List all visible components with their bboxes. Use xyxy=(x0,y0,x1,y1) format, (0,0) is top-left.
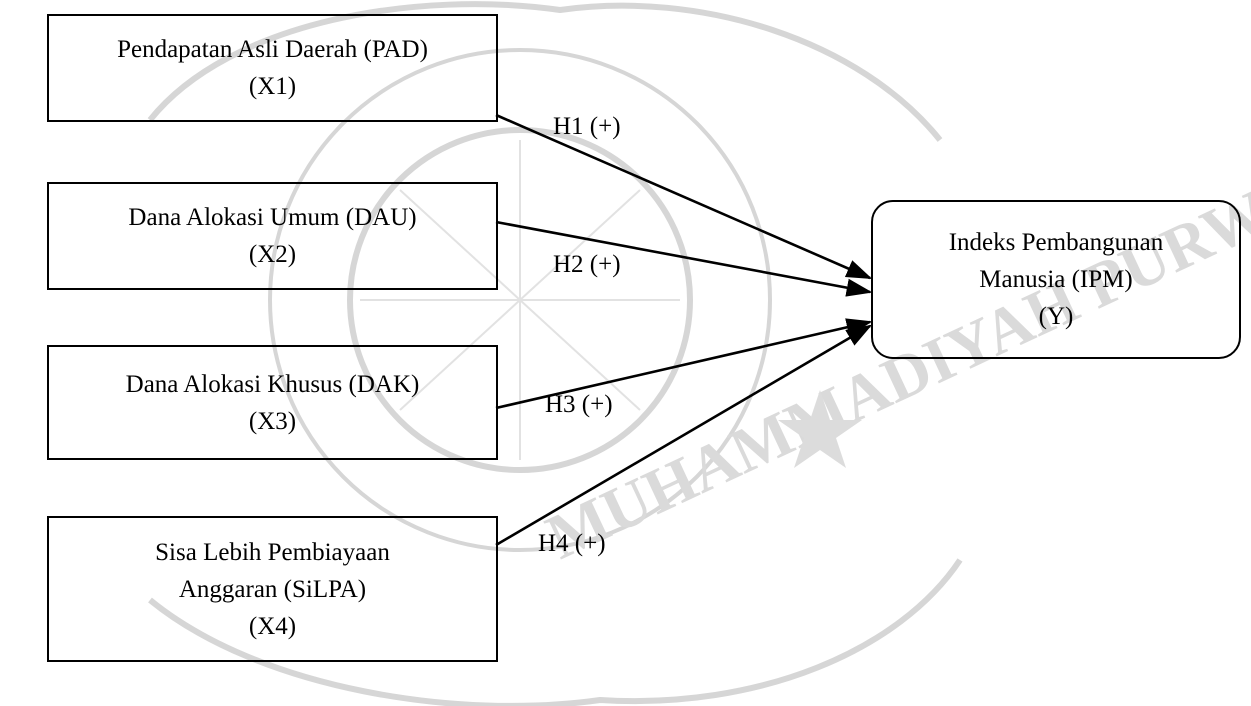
arrow-h2 xyxy=(495,220,873,297)
variable-name: Dana Alokasi Umum (DAU) xyxy=(128,204,417,231)
arrow-h3 xyxy=(495,318,873,410)
variable-box-y: Indeks Pembangunan Manusia (IPM) (Y) xyxy=(871,200,1241,359)
arrow-h1 xyxy=(495,113,873,280)
variable-box-x3: Dana Alokasi Khusus (DAK) (X3) xyxy=(47,345,498,460)
variable-box-x2: Dana Alokasi Umum (DAU) (X2) xyxy=(47,182,498,290)
variable-code: (X1) xyxy=(248,73,297,100)
variable-code: (X4) xyxy=(248,612,297,640)
variable-box-x1: Pendapatan Asli Daerah (PAD) (X1) xyxy=(47,14,498,122)
variable-name: Pendapatan Asli Daerah (PAD) xyxy=(117,36,428,63)
variable-box-x4: Sisa Lebih Pembiayaan Anggaran (SiLPA) (… xyxy=(47,516,498,662)
variable-code: (Y) xyxy=(1038,303,1074,330)
arrow-h4 xyxy=(495,324,873,547)
variable-name-line-1: Indeks Pembangunan xyxy=(948,229,1164,256)
variable-name-line-2: Manusia (IPM) xyxy=(979,266,1133,293)
hypothesis-label-h4: H4 (+) xyxy=(538,530,606,557)
variable-code: (X3) xyxy=(248,407,297,435)
hypothesis-label-h3: H3 (+) xyxy=(545,391,613,418)
variable-name: Dana Alokasi Khusus (DAK) xyxy=(125,370,420,398)
hypothesis-label-h2: H2 (+) xyxy=(553,251,621,278)
variable-code: (X2) xyxy=(248,241,297,268)
variable-name-line-1: Sisa Lebih Pembiayaan xyxy=(155,538,390,566)
variable-name-line-2: Anggaran (SiLPA) xyxy=(178,575,367,603)
hypothesis-label-h1: H1 (+) xyxy=(553,113,621,140)
